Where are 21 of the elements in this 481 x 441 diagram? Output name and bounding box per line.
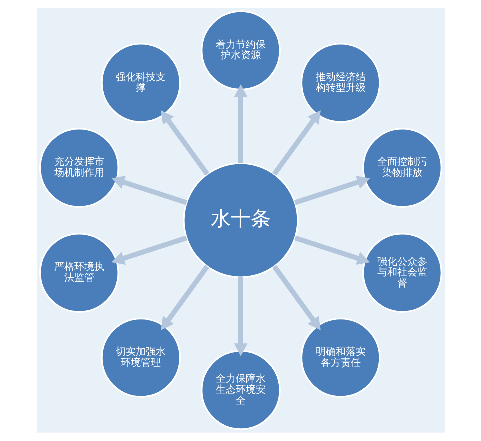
node-circle: 水十条 [182, 162, 298, 278]
node-circle: 全力保障水生态环境安全 [200, 350, 280, 430]
node-circle: 充分发挥市场机制作用 [39, 128, 119, 208]
node-circle: 着力节约保护水资源 [200, 10, 280, 91]
node-circle: 强化科技支撑 [100, 43, 181, 124]
arrow [272, 110, 320, 176]
arrow [111, 176, 188, 206]
arrow [111, 236, 188, 265]
node-circle: 明确和落实各方责任 [300, 318, 380, 398]
arrow [234, 278, 248, 357]
node-circle: 强化公众参与和社会监督 [362, 233, 442, 313]
node-circle: 严格环境执法监管 [39, 233, 119, 313]
arrow [160, 265, 209, 331]
node-circle: 全面控制污染物排放 [362, 128, 442, 208]
node-circle: 推动经济结构转型升级 [300, 43, 380, 124]
arrow [294, 236, 370, 265]
arrow [294, 176, 370, 206]
arrow [272, 265, 320, 331]
arrow [234, 84, 248, 164]
arrow [160, 110, 209, 176]
node-circle: 切实加强水环境管理 [100, 318, 181, 398]
